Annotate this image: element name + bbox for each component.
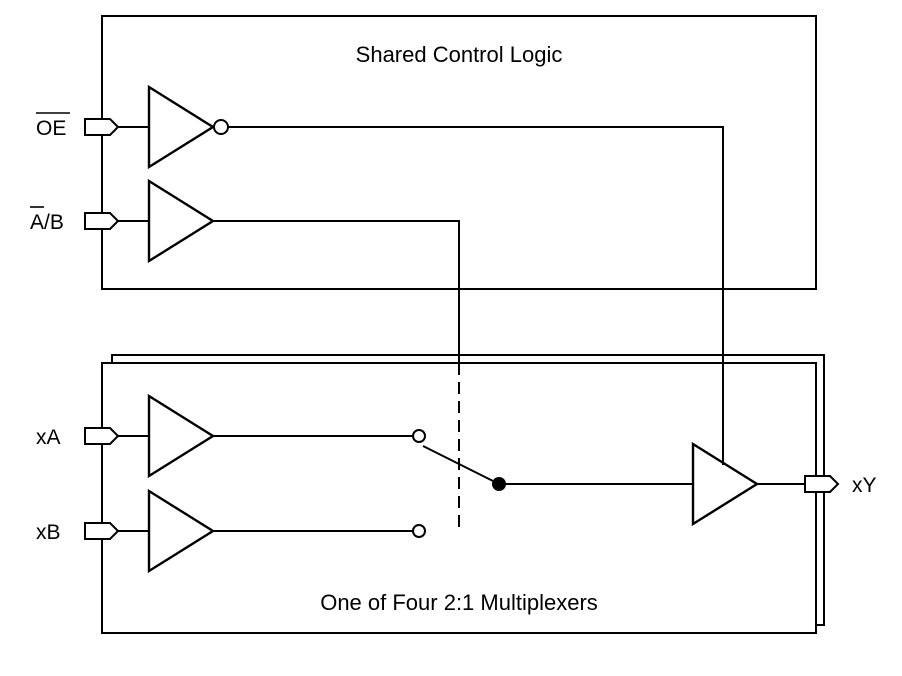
ab-pin-label-a: A: [30, 211, 44, 234]
xb-pin-icon: [84, 522, 120, 540]
switch-contact-a: [412, 429, 426, 443]
output-buffer-icon: [691, 441, 760, 527]
xa-buffer-icon: [147, 393, 216, 479]
control-logic-title: Shared Control Logic: [356, 42, 563, 67]
ab-pin-label: A/B: [30, 211, 64, 234]
oe-inversion-bubble: [213, 119, 229, 135]
oe-pin-label: OE: [36, 117, 66, 140]
xy-pin-icon: [804, 475, 840, 493]
oe-enable-wire: [228, 126, 724, 465]
switch-contact-b: [412, 524, 426, 538]
ab-buffer-icon: [147, 178, 216, 264]
switch-pivot-icon: [492, 477, 506, 491]
xb-buffer-icon: [147, 488, 216, 574]
switch-arm: [422, 445, 500, 485]
oe-inverter-icon: [147, 84, 216, 170]
ab-pin-label-rest: /B: [44, 211, 64, 234]
mux-stack-shadow: [111, 354, 825, 626]
xa-pin-icon: [84, 427, 120, 445]
ab-select-wire: [213, 220, 460, 363]
xa-pin-label: xA: [36, 426, 61, 449]
xy-pin-label: xY: [852, 474, 877, 497]
oe-pin-icon: [84, 118, 120, 136]
ab-pin-icon: [84, 212, 120, 230]
mux-title: One of Four 2:1 Multiplexers: [320, 590, 598, 615]
xb-pin-label: xB: [36, 521, 61, 544]
